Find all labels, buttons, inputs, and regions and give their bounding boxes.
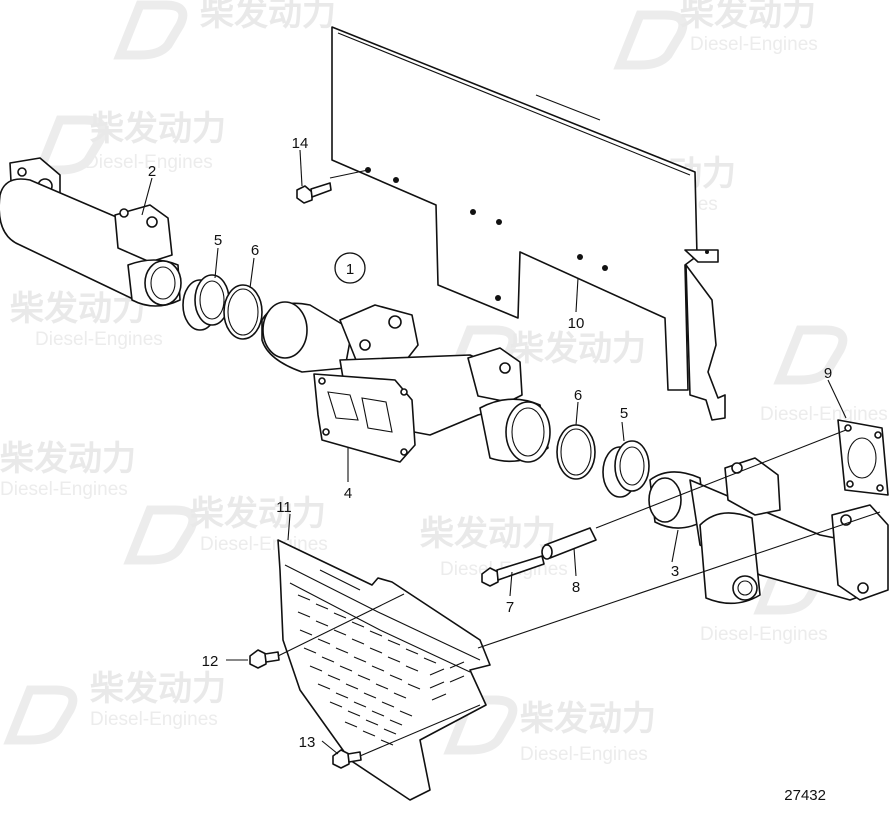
sleeve-5-right — [602, 440, 650, 498]
watermark-3: 柴发动力 Diesel-Engines — [33, 109, 226, 175]
callout-6-right: 6 — [574, 387, 582, 404]
watermark-cn: 柴发动力 — [90, 109, 226, 149]
watermark-en: Diesel-Engines — [760, 404, 888, 425]
callout-6-left: 6 — [251, 242, 259, 259]
watermark-en: Diesel-Engines — [90, 709, 218, 730]
perforation-pattern — [297, 594, 465, 746]
callout-9: 9 — [824, 365, 832, 382]
watermark-en: Diesel-Engines — [35, 329, 163, 350]
sleeve-5-left — [182, 274, 230, 331]
callout-13: 13 — [299, 734, 316, 751]
exhaust-pipe-3 — [648, 457, 889, 605]
watermark-7: Diesel-Engines — [760, 325, 888, 425]
callout-2: 2 — [148, 163, 156, 180]
bolt-14 — [296, 182, 332, 204]
watermark-1: 柴发动力 — [113, 0, 336, 60]
watermark-cn: 柴发动力 — [680, 0, 816, 34]
watermark-cn: 柴发动力 — [510, 329, 646, 369]
callout-1: 1 — [346, 261, 354, 278]
watermark-cn: 柴发动力 — [520, 699, 656, 739]
callout-labels: 1 2 3 4 5 5 6 6 7 8 9 10 11 12 13 14 274… — [148, 135, 832, 804]
callout-7: 7 — [506, 599, 514, 616]
watermark-cn: 柴发动力 — [0, 439, 136, 479]
watermark-cn: 柴发动力 — [420, 514, 556, 554]
spacer-sleeve-8 — [541, 527, 597, 560]
leader-lines — [141, 94, 881, 757]
watermark-cn: 柴发动力 — [190, 494, 326, 534]
callout-5-right: 5 — [620, 405, 628, 422]
perforated-guard-11 — [277, 539, 491, 801]
seal-ring-6-right — [556, 424, 596, 480]
callout-10: 10 — [568, 315, 585, 332]
watermark-cn: 柴发动力 — [10, 289, 146, 329]
watermark-en: Diesel-Engines — [200, 534, 328, 555]
gasket-9 — [837, 419, 889, 496]
callout-circle — [334, 252, 366, 284]
callout-3: 3 — [671, 563, 679, 580]
callout-5-left: 5 — [214, 232, 222, 249]
watermark-en: Diesel-Engines — [520, 744, 648, 765]
watermark-en: Diesel-Engines — [690, 34, 818, 55]
watermark-cn: 柴发动力 — [200, 0, 336, 34]
callout-11: 11 — [276, 499, 292, 516]
watermark-9: 柴发动力 Diesel-Engines — [123, 494, 328, 565]
watermark-11: 柴发动力 Diesel-Engines — [3, 669, 226, 745]
callout-12: 12 — [202, 653, 219, 670]
heat-shield-plate — [331, 26, 726, 421]
bolt-13 — [332, 749, 362, 769]
callout-8: 8 — [572, 579, 580, 596]
bolt-7 — [481, 555, 545, 587]
exhaust-pipe-2 — [0, 157, 182, 307]
watermark-cn: 柴发动力 — [90, 669, 226, 709]
watermark-en: Diesel-Engines — [700, 624, 828, 645]
watermark-2: 柴发动力 Diesel-Engines — [613, 0, 818, 70]
callout-4: 4 — [344, 485, 352, 502]
drawing-number: 27432 — [784, 787, 826, 804]
manifold-4 — [261, 301, 551, 463]
watermark-en: Diesel-Engines — [0, 479, 128, 500]
seal-ring-6-left — [223, 284, 263, 340]
watermark-layer: 柴发动力 柴发动力 Diesel-Engines 柴发动力 Diesel-Eng… — [0, 0, 888, 765]
watermark-8: 柴发动力 Diesel-Engines — [0, 439, 136, 500]
watermark-en: Diesel-Engines — [85, 152, 213, 173]
watermark-5: 柴发动力 Diesel-Engines — [10, 289, 163, 350]
bolt-12 — [249, 649, 280, 669]
watermark-12: 柴发动力 Diesel-Engines — [443, 695, 656, 765]
callout-14: 14 — [292, 135, 309, 152]
